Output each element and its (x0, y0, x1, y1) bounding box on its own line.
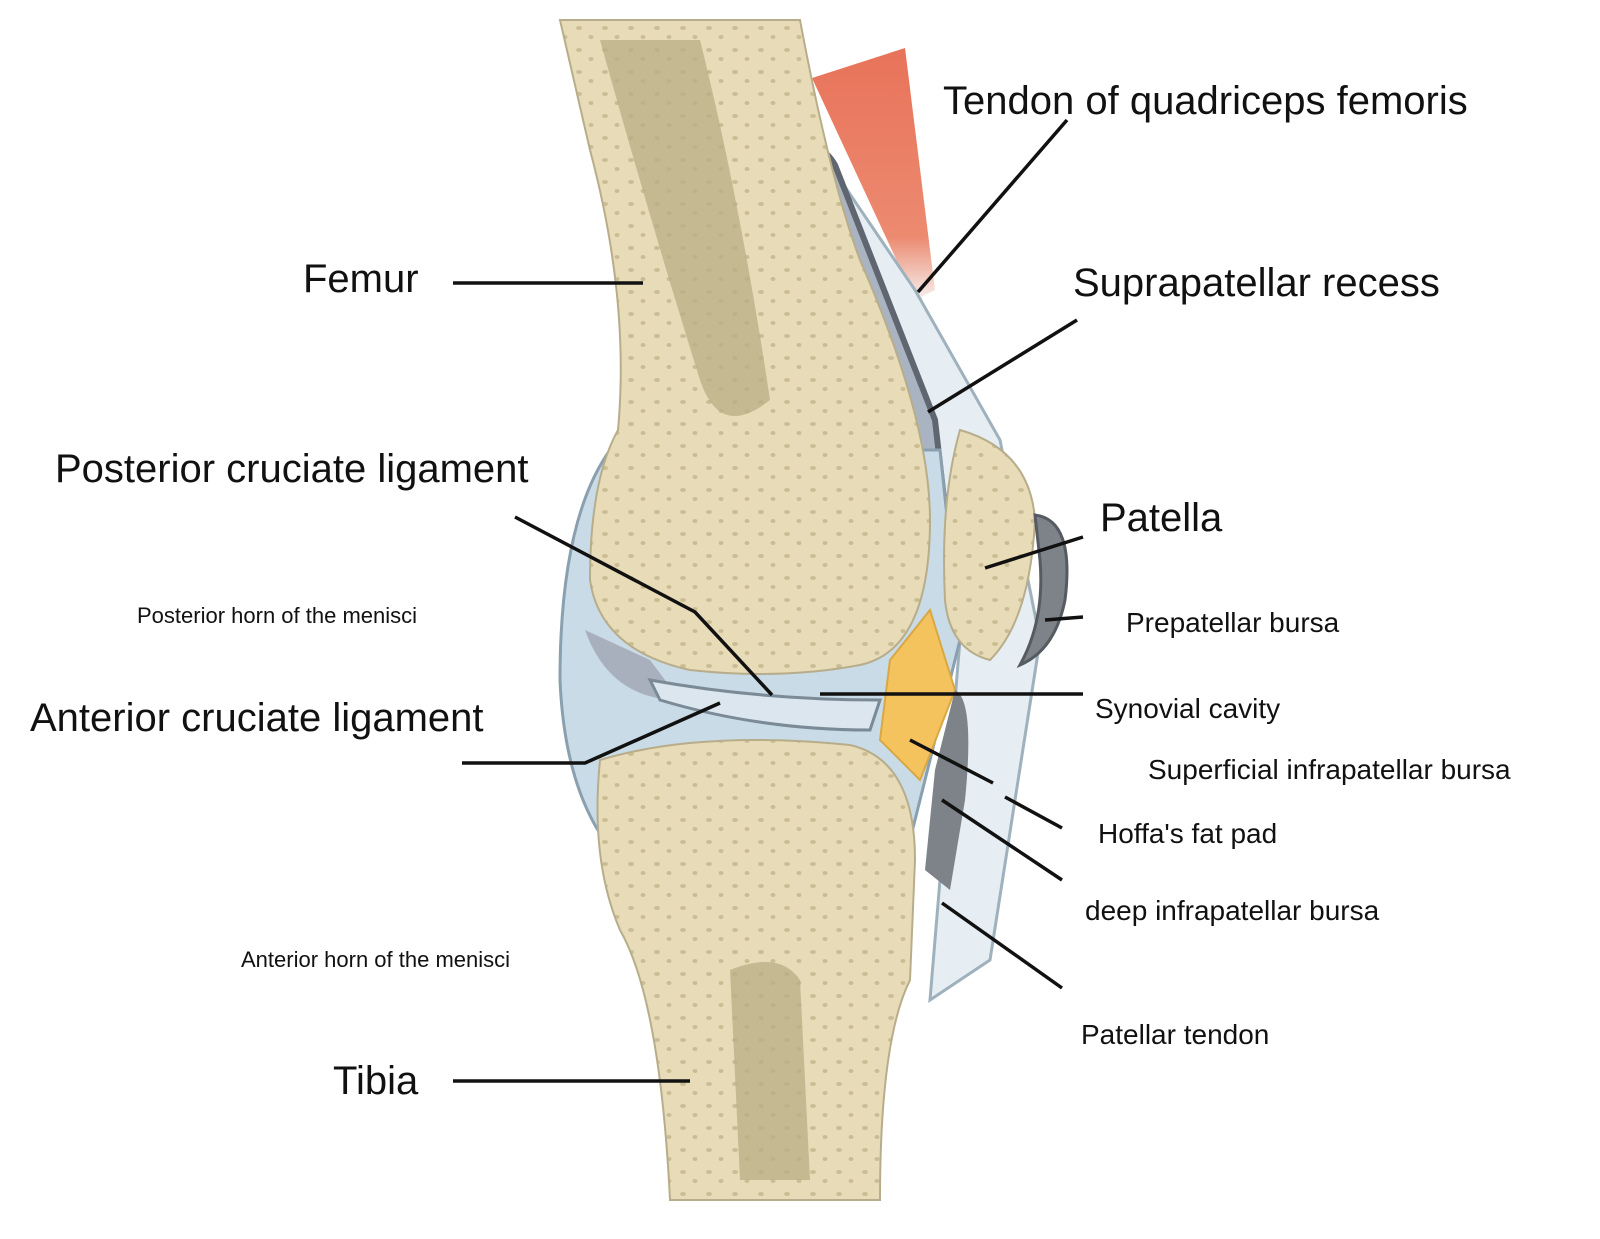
leader-acl (462, 701, 721, 765)
label-suprapatellar-recess: Suprapatellar recess (1073, 261, 1440, 305)
leader-suprapatellar (927, 318, 1078, 414)
leader-patella (984, 535, 1084, 570)
label-patella: Patella (1100, 496, 1223, 540)
label-posterior-cruciate: Posterior cruciate ligament (55, 447, 529, 491)
label-posterior-horn: Posterior horn of the menisci (137, 603, 417, 628)
leader-superficial (909, 738, 994, 785)
quadriceps-muscle (812, 48, 935, 300)
label-tibia: Tibia (333, 1059, 419, 1103)
cruciate-ligaments (647, 677, 883, 732)
tibia-marrow (730, 962, 810, 1180)
label-deep-infrapatellar: deep infrapatellar bursa (1085, 895, 1380, 926)
label-anterior-horn: Anterior horn of the menisci (241, 947, 510, 972)
patella-bone (943, 428, 1037, 662)
label-prepatellar-bursa: Prepatellar bursa (1126, 607, 1340, 638)
leader-pcl (514, 515, 774, 697)
femur-marrow (600, 40, 770, 416)
leader-deep (941, 798, 1063, 882)
leader-lines (453, 118, 1084, 1083)
label-superficial-infrapatellar: Superficial infrapatellar bursa (1148, 754, 1511, 785)
label-femur: Femur (303, 257, 419, 301)
leader-prepatellar (1044, 615, 1084, 622)
leader-tendon (916, 118, 1069, 294)
leader-hoffa (1004, 795, 1063, 830)
prepatellar-bursa (1016, 513, 1069, 669)
deep-infrapatellar-bursa (925, 690, 969, 890)
label-hoffa: Hoffa's fat pad (1098, 818, 1277, 849)
label-synovial-cavity: Synovial cavity (1095, 693, 1280, 724)
leader-patellar-tendon (940, 901, 1064, 990)
label-patellar-tendon: Patellar tendon (1081, 1019, 1269, 1050)
label-anterior-cruciate: Anterior cruciate ligament (30, 696, 484, 740)
label-tendon-quadriceps: Tendon of quadriceps femoris (943, 79, 1468, 123)
